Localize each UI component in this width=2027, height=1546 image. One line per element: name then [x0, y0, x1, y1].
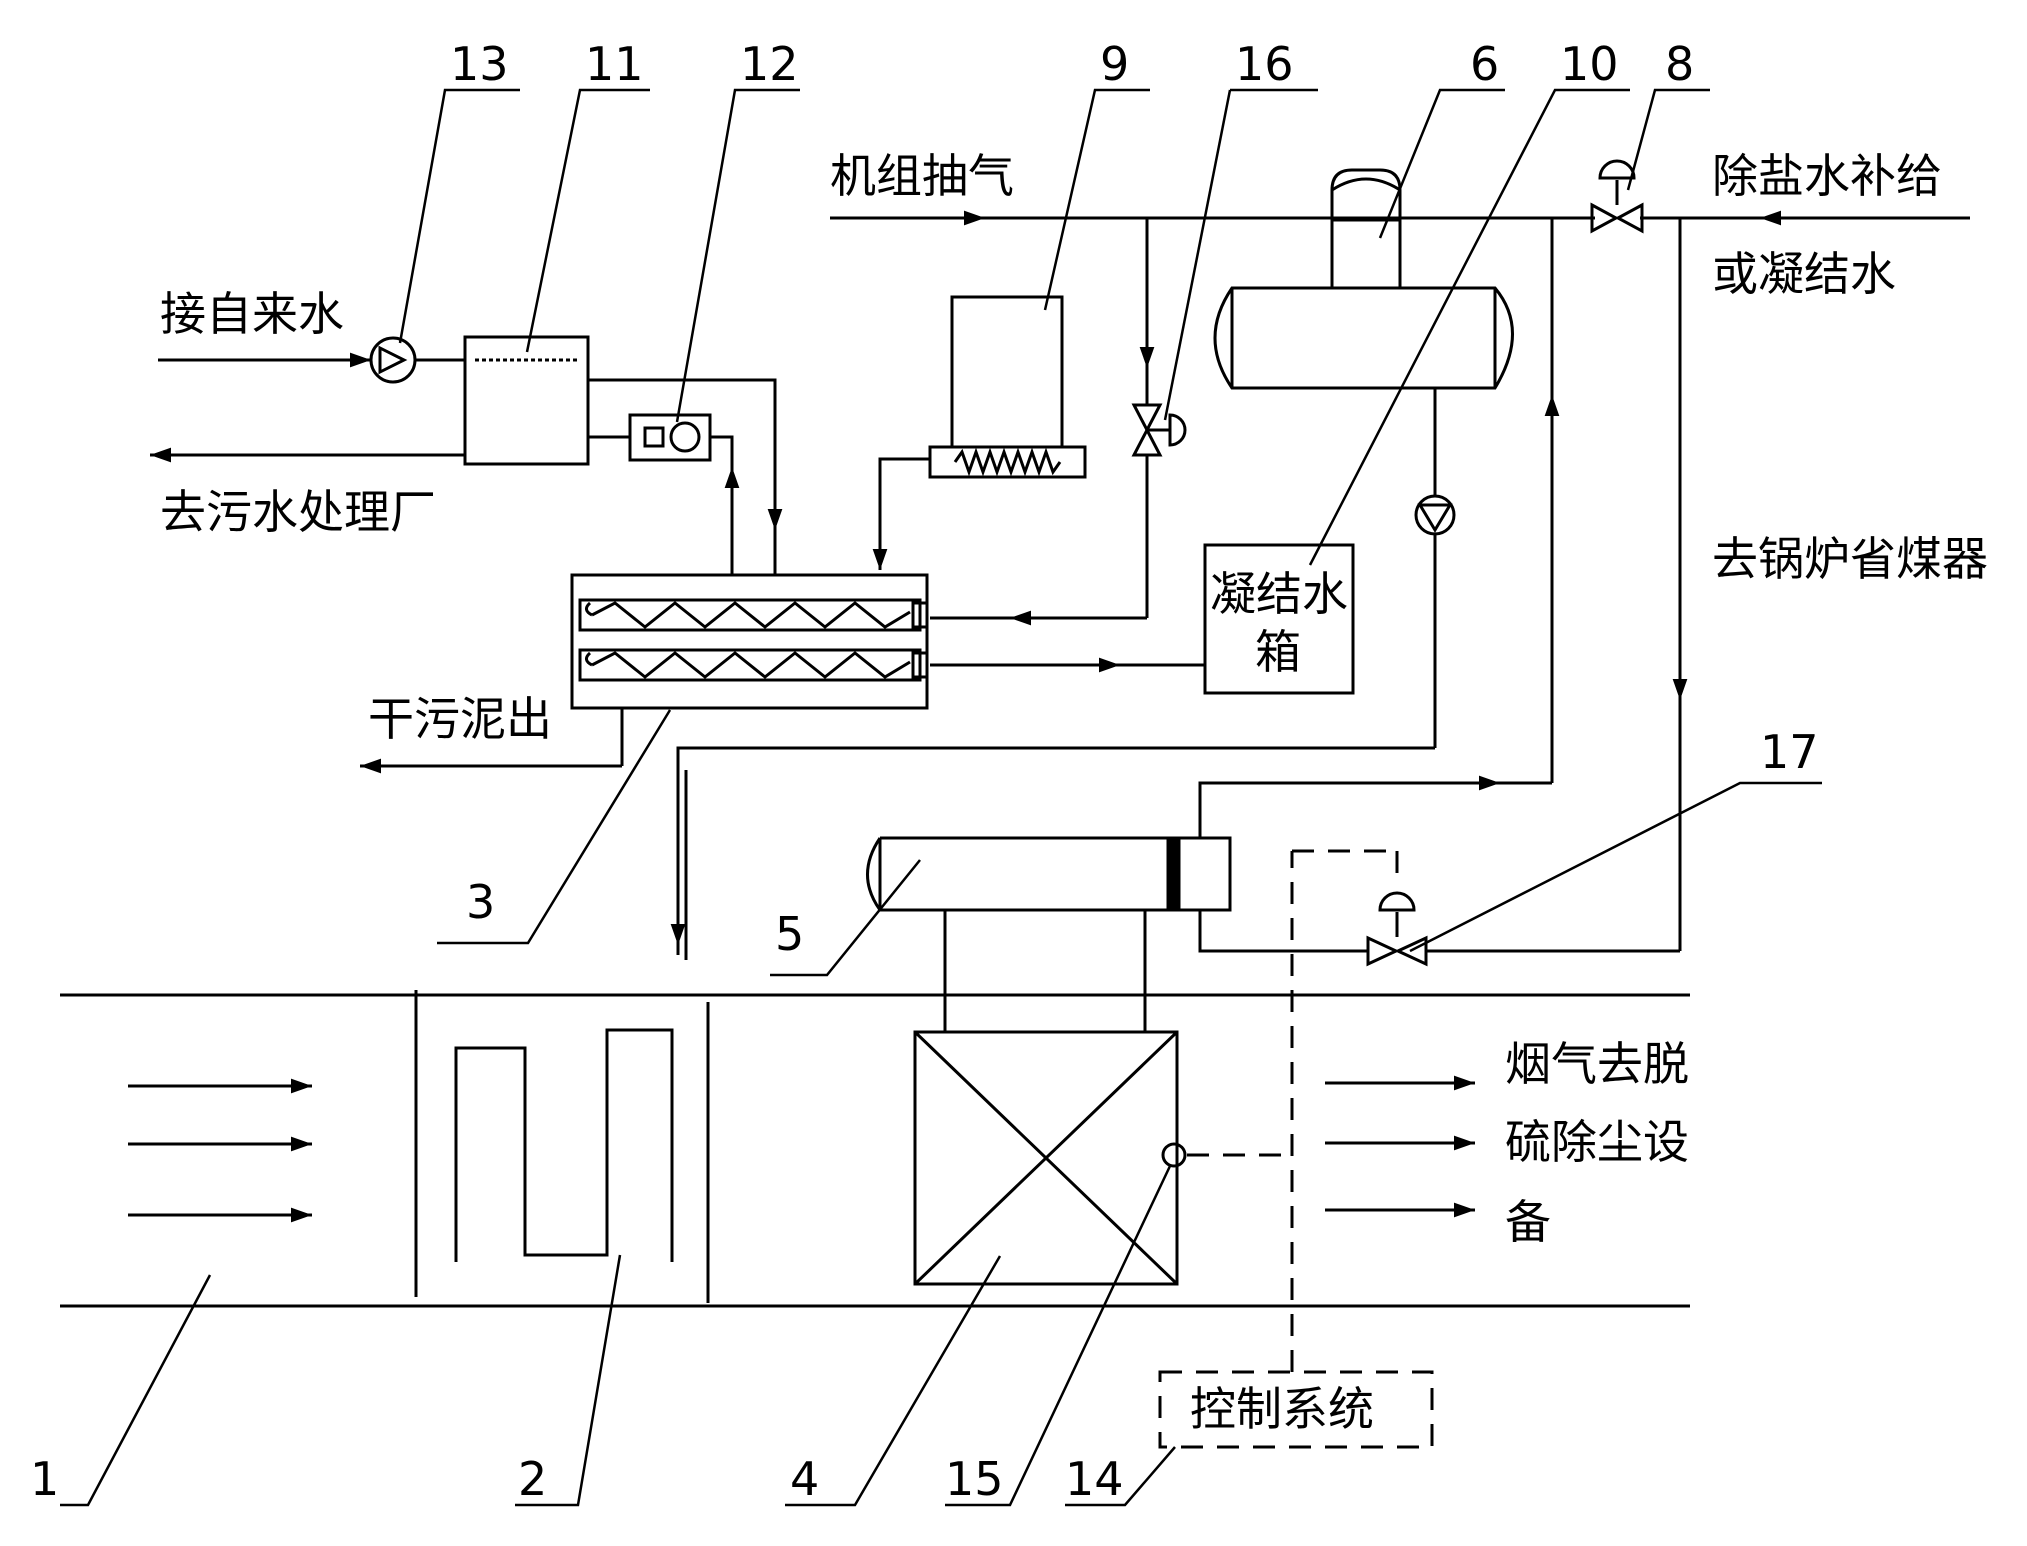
label-unit-steam: 机组抽气 [830, 149, 1014, 203]
number-3: 3 [466, 875, 495, 929]
label-demin-water-2: 或凝结水 [1712, 247, 1896, 301]
sludge-dryer [570, 573, 929, 710]
number-4: 4 [790, 1452, 819, 1506]
number-11: 11 [585, 37, 644, 91]
condensate-tank [1203, 543, 1355, 695]
number-6: 6 [1470, 37, 1499, 91]
flue-inlet-arrows [128, 1078, 312, 1223]
water-tank [463, 335, 590, 466]
dryer-to-fan-line [710, 435, 740, 575]
temperature-sensor [1161, 1142, 1187, 1168]
label-flue-3: 备 [1505, 1195, 1551, 1249]
number-5: 5 [775, 907, 804, 961]
label-sewage: 去污水处理厂 [160, 485, 436, 539]
label-economizer: 去锅炉省煤器 [1712, 532, 1988, 586]
deaerator [1213, 168, 1514, 390]
leader-lines [60, 88, 1822, 1507]
labels: 接自来水 去污水处理厂 机组抽气 除盐水补给 或凝结水 去锅炉省煤器 干污泥出 … [160, 149, 1988, 1436]
condenser-unit [872, 295, 1087, 570]
exhaust-fan [588, 413, 712, 462]
label-flue-2: 硫除尘设 [1505, 1115, 1689, 1169]
number-13: 13 [450, 37, 509, 91]
regulating-valve [1366, 891, 1428, 967]
flue-outlet-arrows [1325, 1075, 1475, 1218]
number-15: 15 [945, 1452, 1004, 1506]
label-cond-tank-2: 箱 [1255, 625, 1301, 679]
number-8: 8 [1665, 37, 1694, 91]
number-10: 10 [1560, 37, 1619, 91]
label-dry-sludge: 干污泥出 [368, 692, 552, 746]
deaerator-pump-line [670, 388, 1456, 960]
label-cond-tank-1: 凝结水 [1210, 567, 1348, 621]
number-14: 14 [1065, 1452, 1124, 1506]
heat-exchanger [913, 908, 1179, 1286]
economizer-loop [1198, 218, 1688, 953]
number-9: 9 [1100, 37, 1129, 91]
number-1: 1 [30, 1452, 59, 1506]
number-16: 16 [1235, 37, 1294, 91]
label-control-system: 控制系统 [1190, 1382, 1374, 1436]
flue-duct [60, 993, 1690, 1308]
number-12: 12 [740, 37, 799, 91]
feedwater-valve [1590, 159, 1644, 234]
number-2: 2 [518, 1452, 547, 1506]
dry-sludge-outlet [360, 708, 624, 774]
spray-section [414, 990, 710, 1303]
number-17: 17 [1760, 725, 1819, 779]
label-demin-water-1: 除盐水补给 [1712, 149, 1942, 203]
label-tap-water: 接自来水 [160, 287, 344, 341]
tank-to-dryer-line [588, 378, 783, 575]
control-loop [1158, 849, 1434, 1449]
steam-branch [930, 218, 1187, 626]
label-flue-1: 烟气去脱 [1505, 1037, 1689, 1091]
steam-drum [866, 836, 1232, 912]
supply-pump [369, 336, 417, 384]
part-numbers: 13 11 12 9 16 6 10 8 17 3 5 1 2 4 15 14 [30, 37, 1819, 1506]
